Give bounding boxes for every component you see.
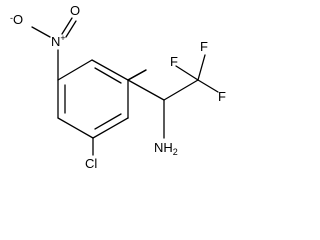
c-c-bond <box>127 69 147 81</box>
c-f-bond <box>197 54 206 81</box>
ring-bond <box>92 117 129 139</box>
nitro-oxygen-minus: -O <box>10 12 23 27</box>
ring-bond <box>91 59 129 81</box>
nitro-nitrogen: N+ <box>51 33 66 49</box>
fluorine-label: F <box>170 54 178 69</box>
molecule-structure: -O N+ O F F F NH2 Cl <box>10 3 226 171</box>
nitro-oxygen-double: O <box>70 3 80 18</box>
ch-cf3-bond <box>127 79 165 101</box>
c-f-bond <box>175 65 199 81</box>
n-o-single-bond <box>31 26 51 38</box>
ring-bond <box>57 59 93 81</box>
chiral-c-to-cf3 <box>163 79 199 101</box>
amine-label: NH2 <box>154 140 178 157</box>
n-o-double-bond <box>65 20 77 38</box>
chlorine-label: Cl <box>85 156 97 171</box>
ring-bond <box>57 117 94 139</box>
fluorine-label: F <box>218 89 226 104</box>
ring-double-bond <box>94 67 122 84</box>
ring-double-bond <box>94 113 122 130</box>
structure-canvas: -O N+ O F F F NH2 Cl <box>10 3 226 171</box>
fluorine-label: F <box>200 39 208 54</box>
n-o-double-bond <box>61 17 73 35</box>
c-f-bond <box>197 79 219 93</box>
